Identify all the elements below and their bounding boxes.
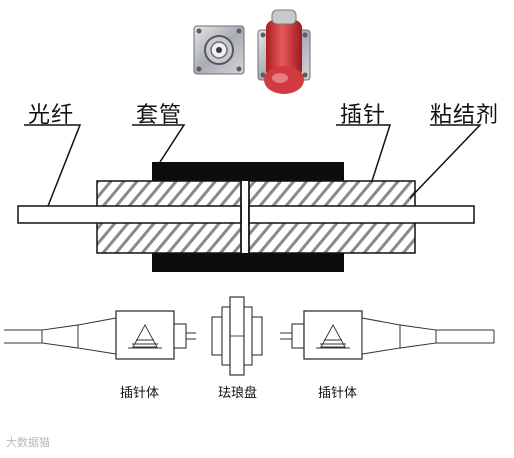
flange	[211, 296, 263, 376]
label-fiber: 光纤	[28, 103, 75, 128]
leader-fiber	[24, 124, 82, 207]
label-ferrule-body-left: 插针体	[120, 386, 160, 401]
sleeve-top	[152, 162, 344, 181]
watermark: 大数据猫	[6, 436, 50, 449]
ferrule-body-right	[303, 310, 363, 360]
label-flange: 珐琅盘	[218, 386, 258, 401]
ferrule-body-left	[115, 310, 175, 360]
label-adhesive: 粘结剂	[430, 103, 500, 128]
cross-section	[17, 124, 482, 272]
fc-adapter-red-cap-icon	[257, 9, 311, 94]
label-ferrule-body-right: 插针体	[318, 386, 358, 401]
label-ferrule: 插针	[340, 103, 387, 128]
connector-assembly	[4, 296, 495, 376]
label-sleeve: 套管	[136, 103, 183, 128]
fc-adapter-silver-icon	[193, 25, 245, 75]
sleeve-bottom	[152, 253, 344, 272]
leader-ferrule	[336, 124, 392, 182]
fiber-right	[248, 205, 475, 224]
fiber-left	[17, 205, 242, 224]
fiber-gap	[243, 186, 247, 246]
leader-adhesive	[409, 124, 482, 199]
leader-sleeve	[132, 124, 186, 163]
